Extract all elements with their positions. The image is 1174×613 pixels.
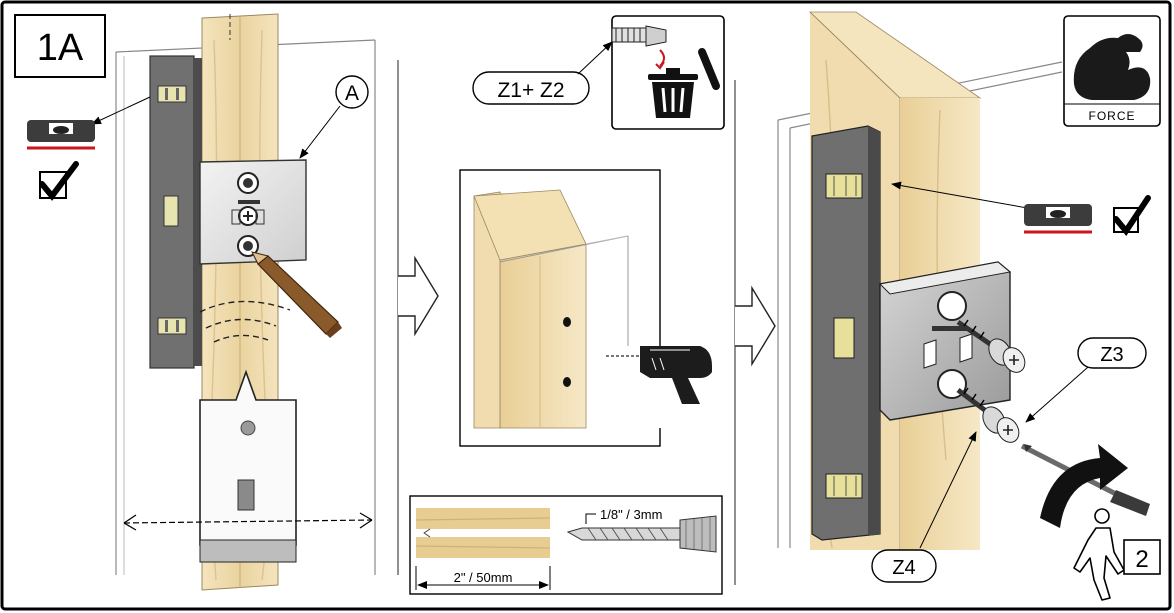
next-step-arrow-icon bbox=[734, 80, 776, 585]
motion-arcs bbox=[199, 300, 291, 343]
drill-depth-label: 2" / 50mm bbox=[454, 570, 513, 585]
bracket-plate bbox=[199, 159, 307, 265]
callout-screw-bottom-label: Z4 bbox=[892, 557, 915, 579]
checkmark-icon bbox=[39, 161, 79, 201]
walking-person-icon bbox=[1073, 508, 1125, 601]
drill-diameter-label: 1/8" / 3mm bbox=[600, 507, 662, 522]
flexed-arm-icon bbox=[1073, 34, 1151, 100]
screw-z4 bbox=[956, 387, 1020, 443]
pencil bbox=[251, 251, 342, 338]
callout-bracket-label: A bbox=[345, 82, 359, 105]
callout-screw-bottom-box bbox=[871, 549, 937, 583]
rotation-arrow bbox=[1040, 444, 1128, 528]
drill-inset-wood bbox=[473, 189, 629, 429]
callout-screws-plugs-label: Z1+ Z2 bbox=[497, 79, 564, 102]
panel-drill-holes: Z1+ Z2 bbox=[409, 15, 725, 595]
checkmark-icon bbox=[1113, 195, 1151, 237]
next-step-arrow-icon bbox=[397, 60, 439, 575]
next-step-box bbox=[1123, 539, 1161, 575]
callout-screw-top-label: Z3 bbox=[1100, 344, 1123, 366]
drill-bit-spec: 2" / 50mm 1/8" / 3mm bbox=[409, 495, 723, 595]
screw-z3 bbox=[956, 319, 1026, 373]
force-label: FORCE bbox=[1089, 109, 1136, 123]
step-number-box bbox=[14, 14, 106, 78]
bubble-level-icon bbox=[27, 120, 95, 150]
width-double-arrow bbox=[123, 519, 373, 524]
trash-bin-icon bbox=[611, 15, 725, 130]
panel-fix-bracket: FORCE Z3 Z4 2 bbox=[777, 11, 1161, 601]
step-number: 1A bbox=[37, 27, 84, 69]
force-badge: FORCE bbox=[1063, 15, 1161, 127]
power-drill-icon bbox=[606, 346, 712, 428]
spirit-level bbox=[149, 55, 202, 369]
callout-screw-top-box bbox=[1077, 337, 1147, 369]
door-lock-plate bbox=[199, 369, 297, 563]
callout-screws-plugs-box bbox=[472, 71, 590, 105]
callout-bracket-circle bbox=[335, 75, 369, 109]
next-step-number: 2 bbox=[1135, 546, 1148, 573]
spirit-level bbox=[811, 125, 881, 541]
bracket-plate bbox=[878, 261, 1012, 421]
bubble-level-icon bbox=[1024, 204, 1092, 234]
panel-mark-position: A 1A bbox=[14, 13, 376, 591]
